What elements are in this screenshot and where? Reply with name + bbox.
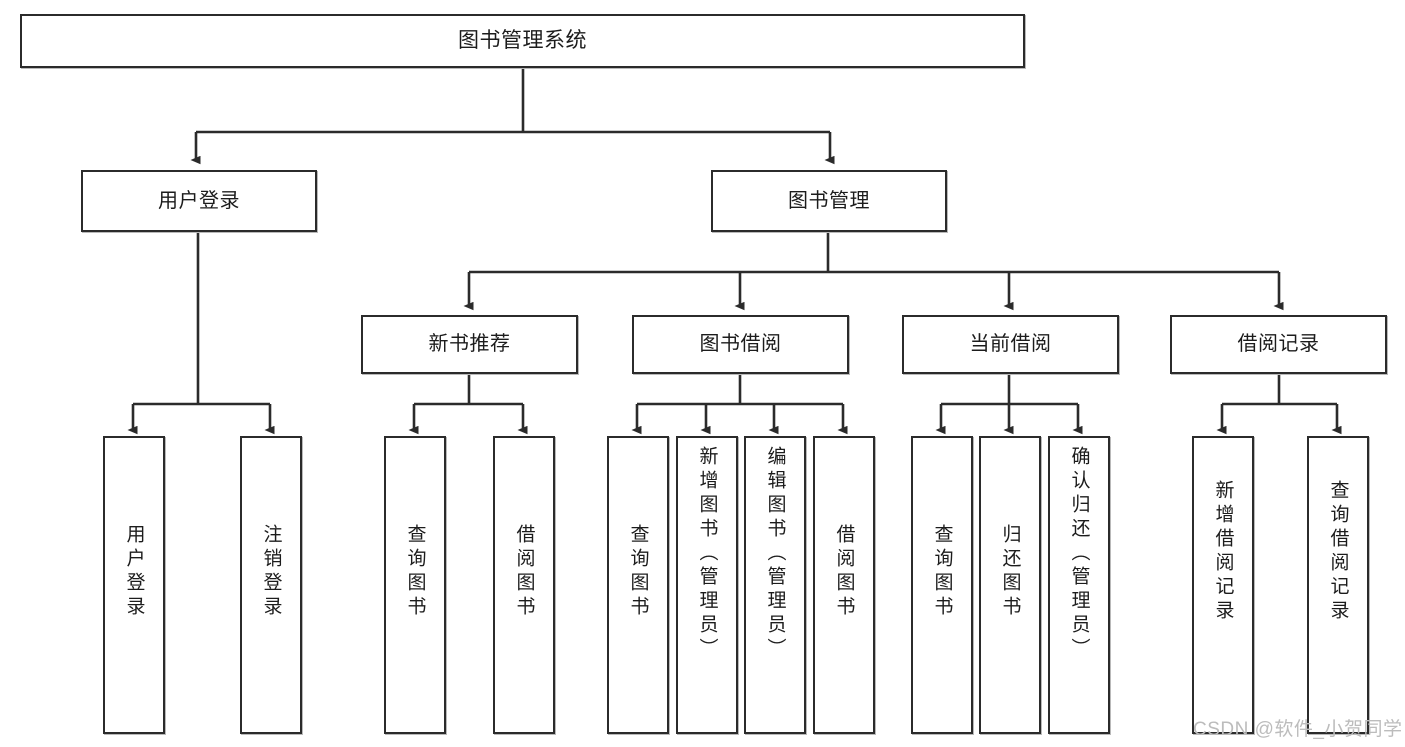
node-label: 查询借阅记录 bbox=[1327, 480, 1349, 624]
leaf-query-book-1[interactable]: 查询图书 bbox=[384, 436, 446, 734]
node-label: 编辑图书（管理员） bbox=[764, 446, 786, 662]
csdn-watermark: CSDN @软件_小贺同学 bbox=[1193, 719, 1403, 740]
node-label: 注销登录 bbox=[260, 524, 282, 620]
node-label: 用户登录 bbox=[123, 524, 145, 620]
node-new-book-recommend[interactable]: 新书推荐 bbox=[361, 315, 578, 374]
node-label: 借阅图书 bbox=[833, 524, 855, 620]
node-label: 借阅记录 bbox=[1237, 333, 1320, 356]
node-label: 归还图书 bbox=[999, 524, 1021, 620]
node-book-borrow[interactable]: 图书借阅 bbox=[632, 315, 849, 374]
leaf-add-borrow-record[interactable]: 新增借阅记录 bbox=[1192, 436, 1254, 734]
node-user-login[interactable]: 用户登录 bbox=[81, 170, 317, 232]
node-label: 查询图书 bbox=[931, 524, 953, 620]
node-label: 图书管理 bbox=[788, 189, 870, 212]
leaf-logout-login[interactable]: 注销登录 bbox=[240, 436, 302, 734]
node-label: 图书管理系统 bbox=[458, 29, 587, 53]
node-label: 新书推荐 bbox=[428, 333, 511, 356]
leaf-confirm-return-admin[interactable]: 确认归还（管理员） bbox=[1048, 436, 1110, 734]
node-label: 图书借阅 bbox=[699, 333, 782, 356]
leaf-query-book-2[interactable]: 查询图书 bbox=[607, 436, 669, 734]
node-label: 查询图书 bbox=[404, 524, 426, 620]
node-borrow-record[interactable]: 借阅记录 bbox=[1170, 315, 1387, 374]
leaf-query-borrow-record[interactable]: 查询借阅记录 bbox=[1307, 436, 1369, 734]
node-label: 查询图书 bbox=[627, 524, 649, 620]
leaf-return-book[interactable]: 归还图书 bbox=[979, 436, 1041, 734]
node-root-system[interactable]: 图书管理系统 bbox=[20, 14, 1025, 68]
leaf-borrow-book-1[interactable]: 借阅图书 bbox=[493, 436, 555, 734]
node-label: 当前借阅 bbox=[969, 333, 1052, 356]
leaf-edit-book-admin[interactable]: 编辑图书（管理员） bbox=[744, 436, 806, 734]
node-label: 新增借阅记录 bbox=[1212, 480, 1234, 624]
leaf-query-book-3[interactable]: 查询图书 bbox=[911, 436, 973, 734]
node-label: 借阅图书 bbox=[513, 524, 535, 620]
node-label: 用户登录 bbox=[158, 189, 240, 212]
node-label: 新增图书（管理员） bbox=[696, 446, 718, 662]
leaf-add-book-admin[interactable]: 新增图书（管理员） bbox=[676, 436, 738, 734]
leaf-borrow-book-2[interactable]: 借阅图书 bbox=[813, 436, 875, 734]
leaf-user-login[interactable]: 用户登录 bbox=[103, 436, 165, 734]
node-current-borrow[interactable]: 当前借阅 bbox=[902, 315, 1119, 374]
node-label: 确认归还（管理员） bbox=[1068, 446, 1090, 662]
node-book-management[interactable]: 图书管理 bbox=[711, 170, 947, 232]
